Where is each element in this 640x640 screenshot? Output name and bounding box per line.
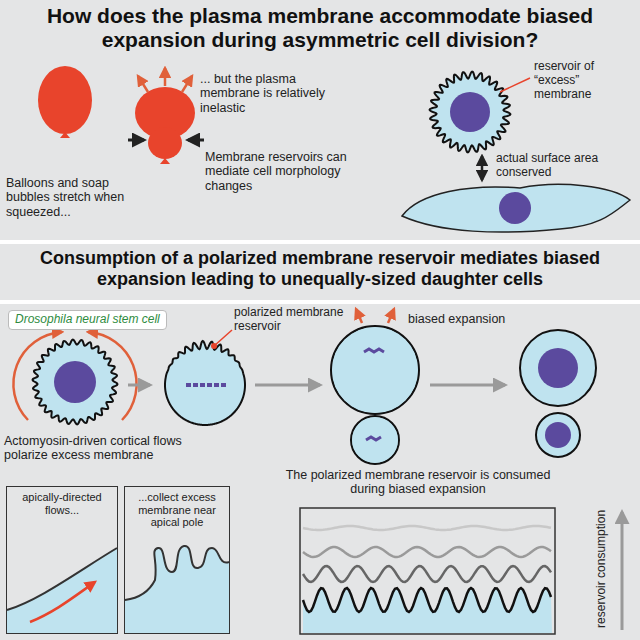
annotation: The polarized membrane reservoir is cons… [268,468,568,497]
organism-tag: Drosophila neural stem cell [8,310,167,330]
balloon [38,66,92,134]
nucleus [450,92,490,132]
annotation: biased expansion [408,312,518,326]
cortical-flow-arrow [13,332,62,420]
cell-reservoir [430,72,511,153]
nucleus [54,361,96,403]
membrane-stage [303,547,551,557]
squeeze-arrow [188,139,204,142]
membrane-stage [303,566,551,582]
chromosomes [366,437,381,440]
nucleus [545,422,571,448]
axis-label: reservoir consumption [595,499,609,639]
annotation: polarized membrane reservoir [234,306,354,334]
cortical-flow-arrow [88,332,137,420]
nucleus [538,348,578,388]
spread-cell [402,184,630,232]
annotation: Balloons and soap bubbles stretch when s… [6,176,156,219]
stretch-arrow [182,76,192,92]
inset-caption: ...collect excess membrane near apical p… [130,491,224,529]
chromosome [186,383,191,387]
annotation: reservoir of “excess” membrane [534,60,638,101]
leader-line [214,330,232,346]
panel-top [0,0,640,240]
leader-line [500,78,530,92]
separator [0,240,640,244]
dividing-cell-fill [332,327,418,413]
chromosome [200,383,205,387]
step-arrow [128,384,150,387]
expansion-arrow [388,309,394,323]
flow-arrow [30,582,95,622]
tag-text: Drosophila neural stem cell [15,313,160,327]
inset-cytoplasm [125,546,229,633]
balloon-knot [60,132,70,138]
chromosomes [364,349,384,352]
inset-membrane [7,548,117,610]
stretch-arrow [138,76,148,92]
membrane-stage [303,526,551,530]
inset-box: apically-directed flows... [6,486,118,634]
balloon-squeezed [148,127,182,159]
inset-caption: apically-directed flows... [12,491,112,516]
annotation: ... but the plasma membrane is relativel… [200,72,340,115]
dividing-cell-outline [331,326,419,414]
membrane-stage [303,588,551,612]
annotation: Membrane reservoirs can mediate cell mor… [205,150,380,193]
annotation: Actomyosin-driven cortical flows polariz… [4,434,200,463]
dividing-cell-fill [352,417,398,463]
nucleus [499,192,531,224]
inset-border [300,508,555,634]
step-arrow [430,384,505,387]
chromosome [207,383,212,387]
consumption-arrow [621,512,624,630]
chromosome [193,383,198,387]
annotation: actual surface area conserved [496,152,636,180]
daughter-cell [536,413,580,457]
dividing-cell-outline [351,416,399,464]
cell-uniform-reservoir [33,340,118,425]
inset-membrane-folds [125,546,229,600]
inset-box: ...collect excess membrane near apical p… [124,486,230,634]
separator [0,300,640,304]
heading: Consumption of a polarized membrane rese… [10,248,630,289]
stretch-arrow [164,68,167,86]
step-arrow [255,384,320,387]
double-arrow [481,156,484,180]
expansion-arrow [356,309,362,323]
inset-cytoplasm [7,548,117,633]
chromosome [221,383,226,387]
title: How does the plasma membrane accommodate… [10,4,630,52]
chromosome [214,383,219,387]
daughter-cell [520,330,596,406]
balloon-knot [160,158,170,164]
squeeze-arrow [128,139,144,142]
inset-cytoplasm [303,588,552,633]
cell-polarized [165,341,245,425]
